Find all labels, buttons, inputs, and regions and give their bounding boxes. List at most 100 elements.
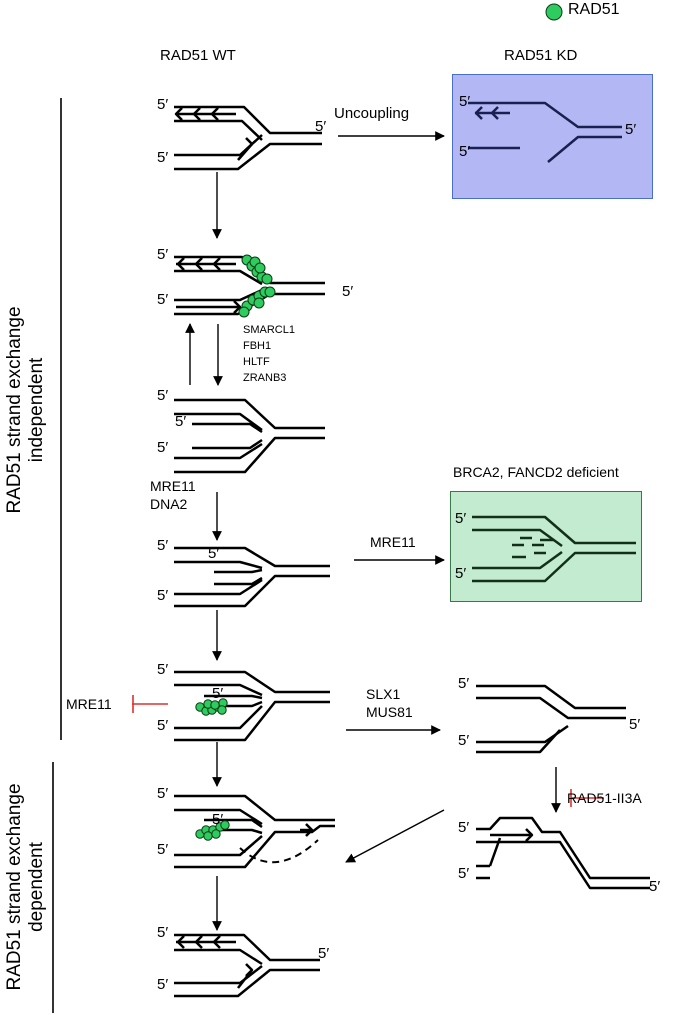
five-prime-label: 5′ [342,283,354,300]
dna-strand [547,135,622,163]
dna-strand [192,438,263,450]
column-header-kd: RAD51 KD [504,47,578,64]
side-label-dependent-line-1: RAD51 strand exchange [4,783,25,991]
okazaki-arrowhead [245,137,254,151]
dna-strand [174,705,263,730]
five-prime-label: 5′ [157,661,169,678]
dna-strand [476,684,626,710]
dna-strand [174,835,263,857]
five-prime-label: 5′ [157,246,169,263]
brca-deficient-box [450,491,642,602]
rad51-bead [264,286,276,298]
dna-strand [476,696,626,720]
dna-strand [174,398,325,430]
dna-strand [174,574,330,608]
dna-strand [476,729,561,754]
five-prime-label: 5′ [212,685,224,702]
five-prime-label: 5′ [212,811,224,828]
rad51-bead [238,306,250,318]
nuclease-label: MRE11 [150,478,196,494]
dna-strand [174,683,263,697]
rad51-bead [203,831,213,841]
mre11-inhibit-label: MRE11 [66,696,112,712]
dna-strand [174,442,263,460]
dna-strand [476,816,650,880]
rad51-bead [220,820,230,830]
remodeler-label: FBH1 [243,340,272,352]
side-label-independent: RAD51 strand exchange independent [4,306,48,513]
dna-strand [174,700,330,742]
dna-strand [174,794,335,822]
cleavage-label: SLX1 [366,686,401,702]
okazaki-arrowhead [194,935,203,949]
okazaki-arrowhead [176,935,185,949]
five-prime-label: 5′ [157,96,169,113]
dna-strand [174,436,325,474]
dna-strand [174,105,322,135]
okazaki-arrowhead [305,823,314,837]
okazaki-arrowhead [212,257,221,271]
legend-label: RAD51 [568,1,620,18]
five-prime-label: 5′ [157,149,169,166]
dna-strand [174,546,330,568]
side-label-independent-line-1: RAD51 strand exchange [4,306,25,514]
column-header-wt: RAD51 WT [160,47,236,64]
rad51-bead [261,273,273,285]
rad51-bead [217,705,227,715]
five-prime-label: 5′ [458,865,470,882]
okazaki-arrowhead [176,257,185,271]
dna-strand [174,670,330,694]
five-prime-label: 5′ [208,545,220,562]
five-prime-label: 5′ [157,841,169,858]
dna-strand [174,578,263,596]
five-prime-label: 5′ [455,565,467,582]
dna-strand [192,422,263,434]
five-prime-label: 5′ [157,387,169,404]
remodeler-label: HLTF [243,356,270,368]
dna-strand [174,142,322,171]
dna-strand [174,824,335,869]
dna-strand [472,551,636,583]
five-prime-label: 5′ [157,976,169,993]
remodeler-label: ZRANB3 [243,372,287,384]
okazaki-arrowhead [194,257,203,271]
rad51-bead [545,3,563,21]
dna-strand [472,515,636,545]
five-prime-label: 5′ [157,717,169,734]
five-prime-label: 5′ [458,675,470,692]
dna-strand [174,965,263,985]
dna-strand [472,528,563,548]
remodeler-label: SMARCL1 [243,324,295,336]
dna-strand [476,840,650,890]
rad51-bead [211,829,221,839]
restart-arrow [345,809,445,863]
cleavage-label: MUS81 [366,704,413,720]
mre11-arrow-label: MRE11 [370,534,416,550]
five-prime-label: 5′ [649,878,661,895]
dna-strand [204,818,263,829]
dna-strand [214,568,263,574]
dna-strand [472,550,563,570]
okazaki-arrowhead [525,828,534,842]
five-prime-label: 5′ [625,121,637,138]
five-prime-label: 5′ [175,413,187,430]
okazaki-arrowhead [233,300,242,314]
five-prime-label: 5′ [315,118,327,135]
rad51-inhibit-label: RAD51-II3A [567,790,642,806]
five-prime-label: 5′ [157,587,169,604]
five-prime-label: 5′ [318,945,330,962]
five-prime-label: 5′ [459,143,471,160]
dna-strand [214,576,263,586]
dna-strand [174,269,263,286]
dna-strand [174,948,263,966]
dashed-strand [239,839,319,864]
rad51-bead [254,262,266,274]
dna-strand [204,694,263,700]
nuclease-label: DNA2 [150,496,188,512]
dna-strand [476,724,569,744]
dna-strand [174,560,263,570]
five-prime-label: 5′ [458,732,470,749]
rad51-bead [253,297,265,309]
five-prime-label: 5′ [157,439,169,456]
five-prime-label: 5′ [157,924,169,941]
